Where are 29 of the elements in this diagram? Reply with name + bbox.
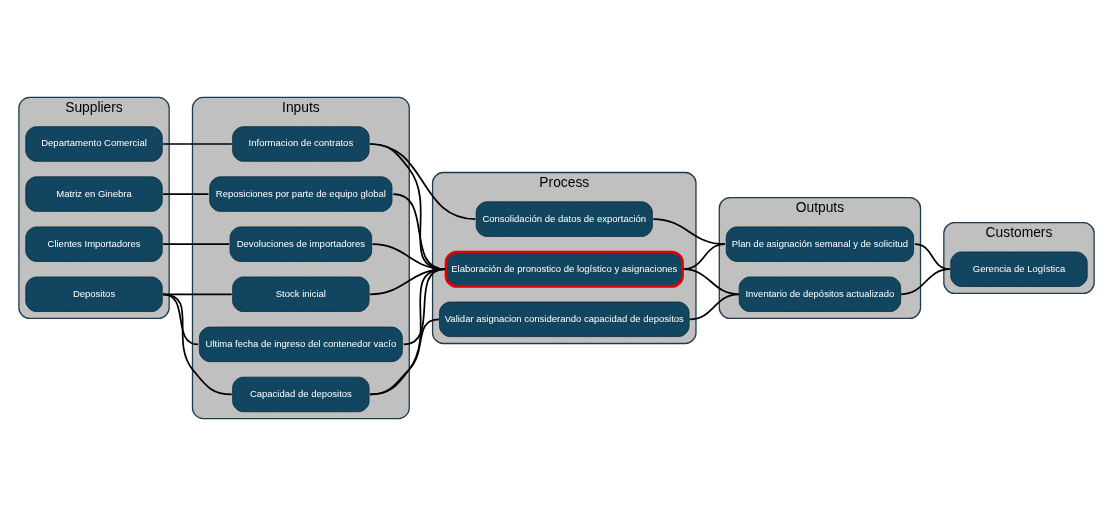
connector bbox=[688, 292, 740, 320]
connector bbox=[162, 242, 231, 245]
node-box: Depositos bbox=[25, 276, 163, 312]
connector bbox=[162, 292, 233, 395]
node-box: Devoluciones de importadores bbox=[229, 226, 373, 262]
node-box: Gerencia de Logística bbox=[950, 251, 1088, 287]
connector bbox=[162, 292, 233, 295]
connector bbox=[682, 267, 740, 295]
node-box: Reposiciones por parte de equipo global bbox=[209, 175, 393, 212]
node-box: Elaboración de pronostico de logístico y asignaciones bbox=[444, 250, 684, 288]
connector bbox=[900, 267, 951, 295]
node-box: Consolidación de datos de exportación bbox=[475, 200, 653, 237]
connector bbox=[162, 292, 199, 345]
node-box: Plan de asignación semanal y de solicitud bbox=[725, 226, 915, 262]
node-box: Stock inicial bbox=[232, 276, 370, 312]
connector bbox=[369, 317, 440, 395]
node-box: Validar asignacion considerando capacidad de depositos bbox=[439, 301, 690, 337]
node-box: Ultima fecha de ingreso del contenedor vacío bbox=[198, 326, 403, 362]
connector bbox=[162, 192, 210, 195]
node-box: Capacidad de depositos bbox=[232, 376, 370, 412]
node-box: Inventario de depósitos actualizado bbox=[738, 276, 902, 312]
connector bbox=[402, 267, 446, 345]
node-box: Clientes Importadores bbox=[25, 226, 163, 262]
node-box: Matriz en Ginebra bbox=[25, 175, 163, 212]
node-box: Informacion de contratos bbox=[232, 125, 370, 162]
connector bbox=[162, 142, 233, 145]
connector bbox=[369, 267, 446, 395]
node-box: Departamento Comercial bbox=[25, 125, 163, 162]
connector bbox=[914, 242, 951, 270]
